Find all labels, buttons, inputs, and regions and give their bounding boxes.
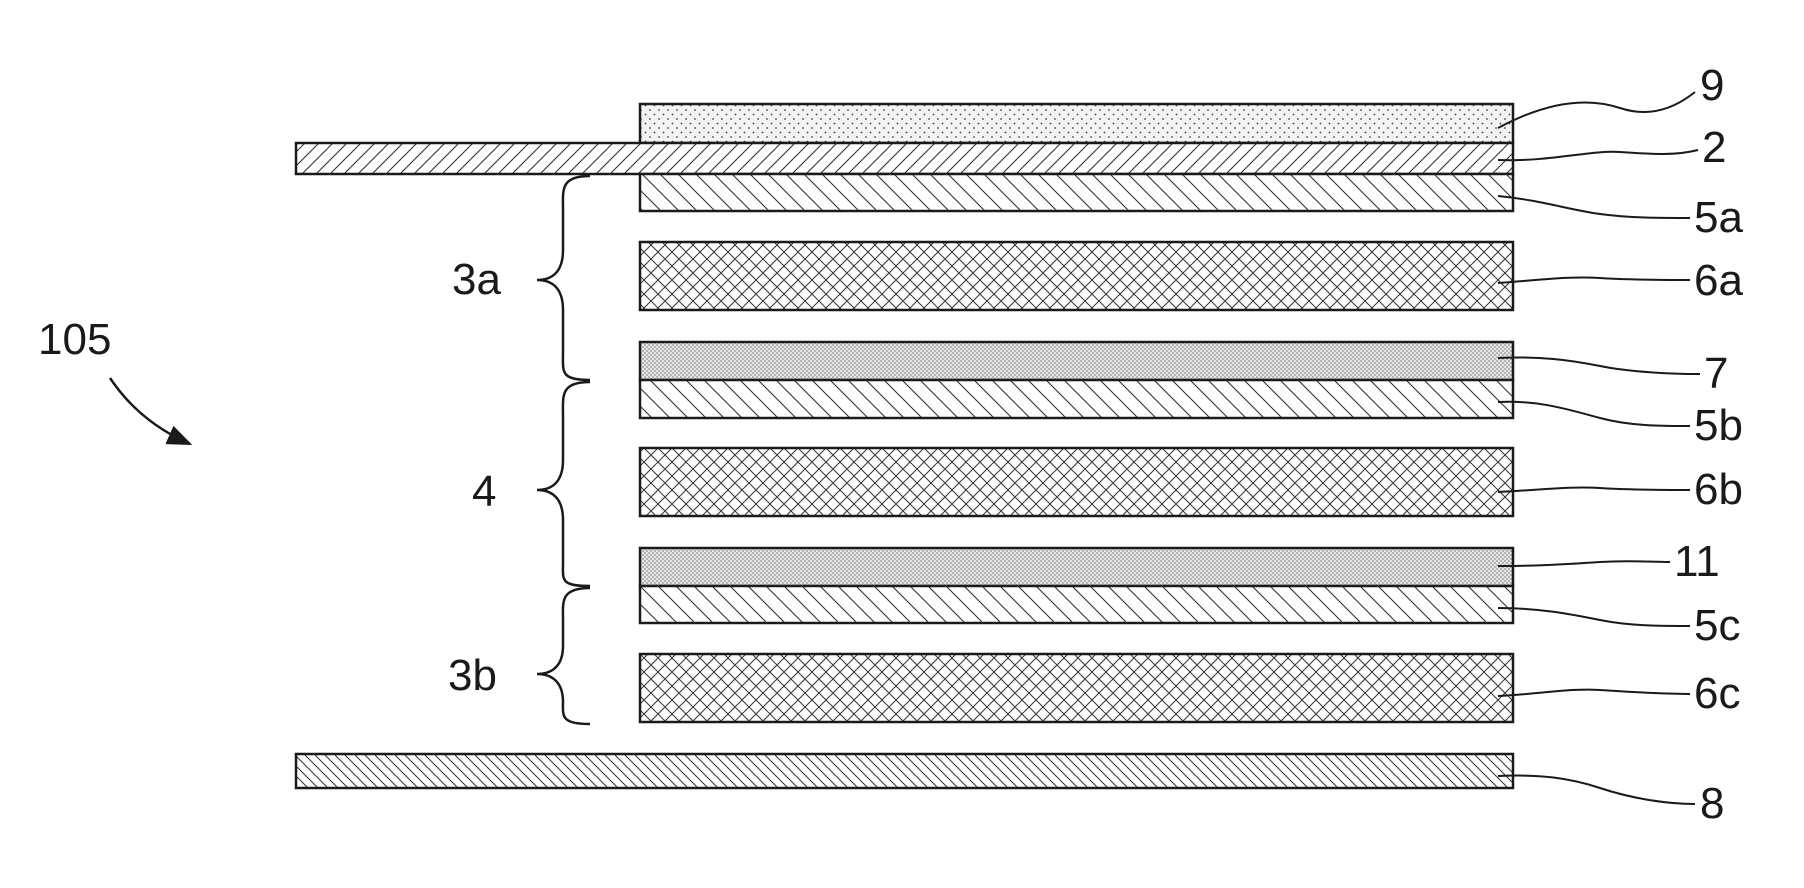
layer-6b: [640, 448, 1513, 516]
leader-6b: [1498, 487, 1690, 492]
layer-9: [640, 104, 1513, 143]
group-braces: [537, 176, 590, 724]
brace-3b: [537, 588, 590, 724]
layer-label-6c: 6c: [1694, 669, 1740, 718]
layer-label-5b: 5b: [1694, 401, 1743, 450]
leader-8: [1498, 776, 1695, 805]
leader-lines: [1498, 92, 1700, 804]
layer-6c: [640, 654, 1513, 722]
layer-label-11: 11: [1674, 537, 1720, 586]
layer-7: [640, 342, 1513, 380]
brace-3a: [537, 176, 590, 380]
leader-5c: [1498, 608, 1690, 626]
leader-5a: [1498, 196, 1690, 218]
brace-4: [537, 382, 590, 586]
leader-6c: [1498, 690, 1690, 696]
leader-11: [1498, 561, 1670, 566]
layer-label-8: 8: [1700, 779, 1724, 828]
reference-label: 105: [38, 315, 111, 364]
layer-11: [640, 548, 1513, 586]
leader-2: [1498, 150, 1698, 160]
layer-5b: [640, 380, 1513, 418]
leader-9: [1498, 92, 1695, 128]
layer-label-6b: 6b: [1694, 465, 1743, 514]
reference-arrow: [110, 378, 190, 444]
layer-5c: [640, 586, 1513, 623]
layer-label-9: 9: [1700, 61, 1724, 110]
layer-5a: [640, 174, 1513, 211]
layer-label-6a: 6a: [1694, 256, 1743, 305]
group-label-3a: 3a: [452, 255, 501, 304]
layer-label-2: 2: [1702, 123, 1726, 172]
leader-6a: [1498, 277, 1690, 283]
layer-8: [296, 754, 1513, 788]
group-label-3b: 3b: [448, 651, 497, 700]
layer-label-7: 7: [1704, 349, 1728, 398]
leader-5b: [1498, 402, 1690, 426]
layer-label-5c: 5c: [1694, 601, 1740, 650]
leader-7: [1498, 357, 1700, 374]
layer-6a: [640, 242, 1513, 310]
layer-2: [296, 143, 1513, 174]
layer-label-5a: 5a: [1694, 193, 1743, 242]
group-label-4: 4: [472, 467, 496, 516]
